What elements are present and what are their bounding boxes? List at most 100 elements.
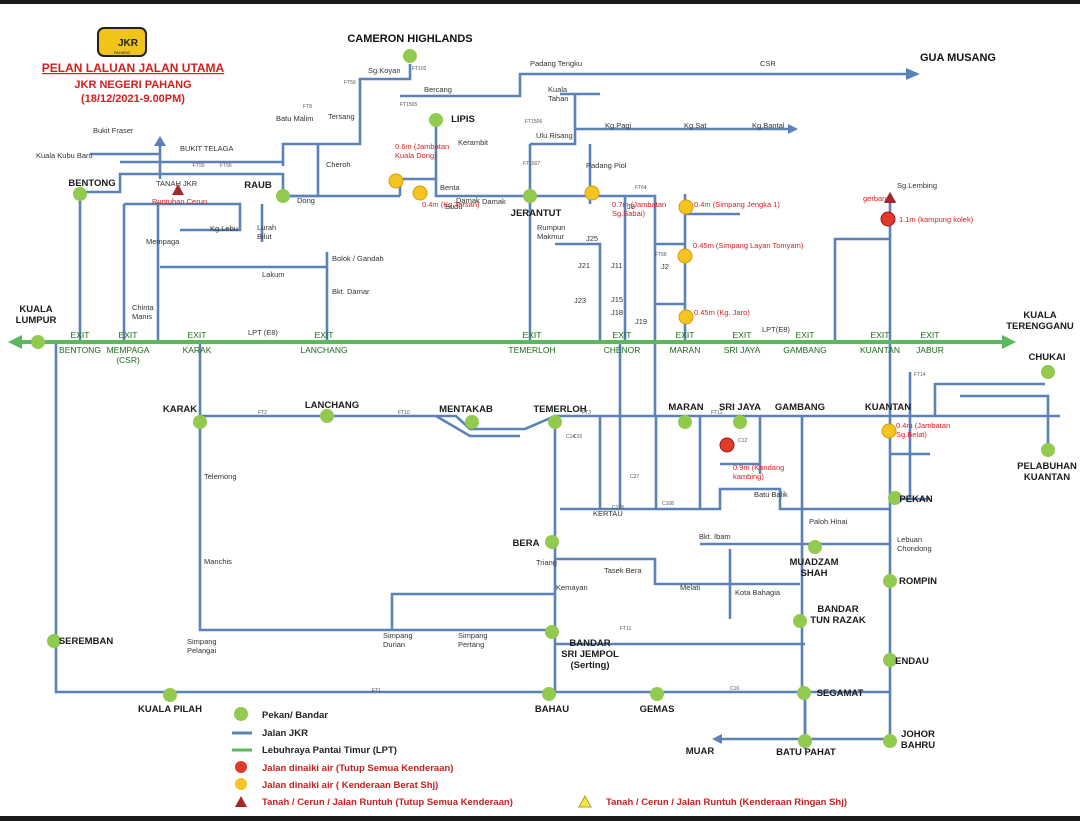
flood-icon[interactable] xyxy=(412,185,428,201)
town-lanchang[interactable]: LANCHANG xyxy=(305,400,359,423)
town-gambang[interactable]: GAMBANG xyxy=(775,402,825,413)
town-marker[interactable] xyxy=(808,540,822,554)
town-marker[interactable] xyxy=(545,625,559,639)
flood-icon[interactable] xyxy=(881,423,897,439)
place-kuala-tahan: Tahan xyxy=(548,94,568,103)
flood-point-4[interactable]: 0.4m (Simpang Jengka 1) xyxy=(678,199,780,215)
town-muar[interactable]: MUAR xyxy=(686,746,715,757)
flood-icon[interactable] xyxy=(678,309,694,325)
town-mentakab[interactable]: MENTAKAB xyxy=(439,404,493,429)
town-kuala-pilah[interactable]: KUALA PILAH xyxy=(138,688,202,715)
flood-icon[interactable] xyxy=(678,199,694,215)
town-marker[interactable] xyxy=(883,734,897,748)
flood-icon[interactable] xyxy=(388,173,404,189)
town-marker[interactable] xyxy=(542,687,556,701)
town-marker[interactable] xyxy=(276,189,290,203)
town-marker[interactable] xyxy=(1041,443,1055,457)
flood-icon[interactable] xyxy=(719,437,735,453)
town-marker[interactable] xyxy=(465,415,479,429)
town-sri-jaya[interactable]: SRI JAYA xyxy=(719,402,761,429)
town-pekan[interactable]: PEKAN xyxy=(888,491,933,505)
town-chukai[interactable]: CHUKAI xyxy=(1029,352,1066,379)
town-marker[interactable] xyxy=(793,614,807,628)
town-marker[interactable] xyxy=(888,491,902,505)
town-marker[interactable] xyxy=(883,574,897,588)
town-marker[interactable] xyxy=(1041,365,1055,379)
town-marker[interactable] xyxy=(733,415,747,429)
town-marker[interactable] xyxy=(73,187,87,201)
town-marker[interactable] xyxy=(545,535,559,549)
town-bera[interactable]: BERA xyxy=(513,535,559,549)
flood-point-5[interactable]: 0.45m (Simpang Layan Tomyam) xyxy=(677,241,804,264)
place-runtuhan-cerun: Runtuhan Cerun xyxy=(152,197,207,206)
town-marker[interactable] xyxy=(429,113,443,127)
flood-point-6[interactable]: 0.45m (Kg. Jaro) xyxy=(678,308,750,325)
town-marker[interactable] xyxy=(31,335,45,349)
town-bentong[interactable]: BENTONG xyxy=(68,178,116,201)
town-maran[interactable]: MARAN xyxy=(668,402,704,429)
town-marker[interactable] xyxy=(883,653,897,667)
town-raub[interactable]: RAUB xyxy=(244,180,290,203)
town-marker[interactable] xyxy=(320,409,334,423)
flood-point-7[interactable]: 1.1m (kampung kolek) xyxy=(880,211,974,227)
town-marker[interactable] xyxy=(523,189,537,203)
town-batu-pahat[interactable]: BATU PAHAT xyxy=(776,734,836,758)
flood-icon[interactable] xyxy=(584,185,600,201)
town-kuantan[interactable]: KUANTAN xyxy=(865,402,911,413)
town-marker[interactable] xyxy=(650,687,664,701)
place-mempaga: Mempaga xyxy=(146,237,180,246)
town-label: SRI JAYA xyxy=(719,402,761,413)
legend-lpt: Lebuhraya Pantai Timur (LPT) xyxy=(262,745,397,756)
town-marker[interactable] xyxy=(797,686,811,700)
town-marker[interactable] xyxy=(47,634,61,648)
landslide-marker-lembing[interactable] xyxy=(884,192,896,203)
town-endau[interactable]: ENDAU xyxy=(883,653,929,667)
town-marker[interactable] xyxy=(193,415,207,429)
flood-icon[interactable] xyxy=(677,248,693,264)
town-marker[interactable] xyxy=(678,415,692,429)
town-temerloh[interactable]: TEMERLOH xyxy=(533,404,587,429)
town-segamat[interactable]: SEGAMAT xyxy=(797,686,864,700)
legend-flood-heavy-icon xyxy=(235,778,247,790)
town-marker[interactable] xyxy=(548,415,562,429)
town-bahau[interactable]: BAHAU xyxy=(535,687,569,715)
town-gua-musang[interactable]: GUA MUSANG xyxy=(920,52,996,64)
town-rompin[interactable]: ROMPIN xyxy=(883,574,937,588)
flood-icon[interactable] xyxy=(880,211,896,227)
town-karak[interactable]: KARAK xyxy=(163,404,207,429)
road-code-j11: J11 xyxy=(611,261,623,270)
flood-point-2[interactable]: 0.4m (Kg.Tersan) xyxy=(412,185,480,209)
town-seremban[interactable]: SEREMBAN xyxy=(47,634,113,648)
town-jerantut[interactable]: JERANTUT xyxy=(511,189,562,219)
town-marker[interactable] xyxy=(403,49,417,63)
place-damak: Damak xyxy=(482,197,506,206)
town-lipis[interactable]: LIPIS xyxy=(429,113,475,127)
town-marker[interactable] xyxy=(798,734,812,748)
town-marker[interactable] xyxy=(163,688,177,702)
landslide-marker[interactable] xyxy=(172,184,184,195)
town-cameron-highlands[interactable]: CAMERON HIGHLANDS xyxy=(347,33,473,63)
town-gemas[interactable]: GEMAS xyxy=(640,687,675,715)
